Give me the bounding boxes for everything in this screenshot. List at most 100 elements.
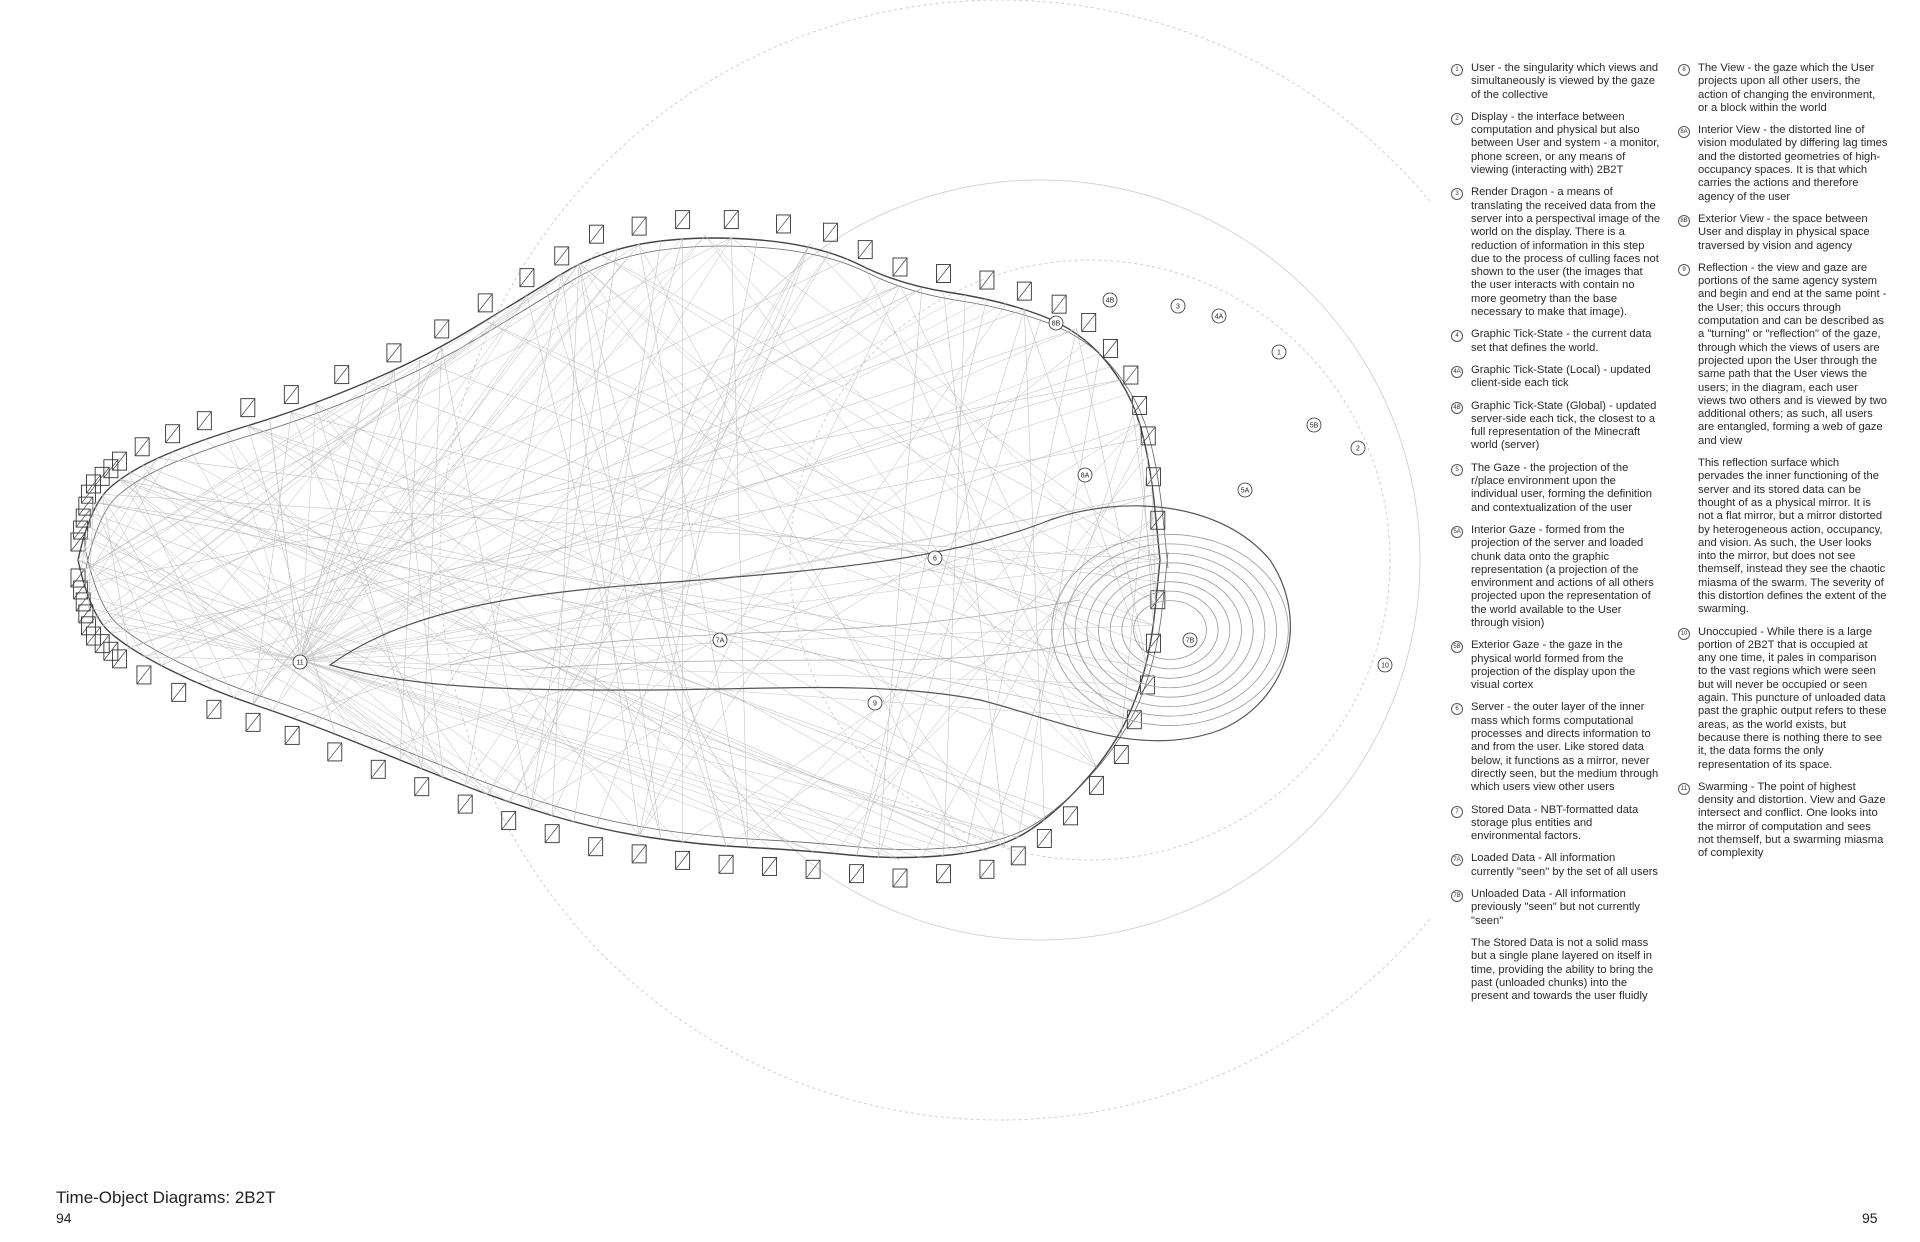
legend-text: Exterior View - the space between User a… [1698, 213, 1888, 253]
orbit-circle [660, 180, 1420, 940]
marker-label: 2 [1356, 446, 1360, 453]
legend-note: This reflection surface which pervades t… [1698, 457, 1888, 617]
gaze-line [93, 285, 900, 618]
display-box-diagonal [387, 344, 401, 362]
legend-number: 4A [1451, 366, 1463, 378]
legend-text: Graphic Tick-State - the current data se… [1471, 328, 1661, 355]
display-box-diagonal [166, 425, 180, 443]
gaze-line [878, 316, 1041, 858]
gaze-line [527, 296, 661, 839]
time-object-diagram: 117A7B698A5A104B8B34A15B2 [0, 0, 1430, 1242]
display-box-diagonal [76, 593, 90, 611]
page-title: Time-Object Diagrams: 2B2T [56, 1188, 275, 1208]
data-contour [1075, 553, 1265, 706]
display-box-diagonal [458, 795, 472, 813]
marker-label: 10 [1381, 663, 1389, 670]
swarm-line [300, 298, 987, 660]
display-box-diagonal [285, 726, 299, 744]
display-box-diagonal [676, 211, 690, 229]
gaze-line [639, 285, 900, 836]
legend-number: 7 [1451, 806, 1463, 818]
display-box-diagonal [893, 258, 907, 276]
display-box-diagonal [95, 467, 109, 485]
legend-list: 10Unoccupied - While there is a large po… [1678, 626, 1888, 861]
gaze-line [102, 259, 848, 626]
swarm-line [300, 660, 1018, 838]
marker-label: 5B [1310, 423, 1319, 430]
marker-label: 4B [1106, 298, 1115, 305]
gaze-line [88, 512, 1005, 846]
legend-entry: 11Swarming - The point of highest densit… [1678, 781, 1888, 861]
gaze-line [120, 479, 574, 822]
gaze-line [248, 426, 835, 854]
gaze-line [86, 524, 444, 777]
legend-text: Interior View - the distorted line of vi… [1698, 124, 1888, 204]
display-box-diagonal [1124, 366, 1138, 384]
swarm-line [270, 419, 300, 660]
legend-text: Loaded Data - All information currently … [1471, 852, 1661, 879]
marker-label: 8A [1081, 473, 1090, 480]
gaze-line [128, 472, 987, 852]
display-box-diagonal [86, 475, 100, 493]
legend-entry: 8A Interior View - the distorted line of … [1678, 124, 1888, 204]
legend-text: User - the singularity which views and s… [1471, 62, 1661, 102]
display-box-diagonal [137, 666, 151, 684]
legend-number: 5A [1451, 526, 1463, 538]
legend-entry: 6Server - the outer layer of the inner m… [1451, 701, 1661, 794]
outer-boundary [78, 238, 1160, 560]
display-box-diagonal [371, 760, 385, 778]
legend-entry: 7ALoaded Data - All information currentl… [1451, 852, 1661, 879]
legend-entry: 1User - the singularity which views and … [1451, 62, 1661, 102]
marker-label: 6 [933, 556, 937, 563]
swarm-line [93, 618, 300, 660]
legend-number: 9 [1678, 264, 1690, 276]
gaze-line [1018, 353, 1099, 837]
display-box-diagonal [335, 366, 349, 384]
legend-number: 10 [1678, 628, 1690, 640]
display-box-diagonal [806, 860, 820, 878]
display-box-diagonal [776, 215, 790, 233]
legend-number: 5B [1451, 641, 1463, 653]
gaze-line [878, 288, 921, 858]
display-box-diagonal [113, 650, 127, 668]
gaze-line [196, 495, 1153, 683]
display-box-diagonal [1082, 313, 1096, 331]
swarm-line [144, 657, 300, 660]
gaze-line [639, 303, 1007, 836]
display-box-diagonal [850, 865, 864, 883]
legend-entry: 5BExterior Gaze - the gaze in the physic… [1451, 639, 1661, 692]
display-box-diagonal [104, 642, 118, 660]
display-box-diagonal [893, 869, 907, 887]
legend-text: Render Dragon - a means of translating t… [1471, 186, 1661, 319]
swarm-line [300, 347, 442, 660]
marker-label: 8B [1052, 321, 1061, 328]
display-box-diagonal [1114, 746, 1128, 764]
display-box-diagonal [1017, 282, 1031, 300]
display-box-diagonal [632, 217, 646, 235]
data-contour [450, 600, 1080, 665]
gaze-line [530, 238, 682, 810]
gaze-line [291, 413, 1153, 626]
swarm-line [300, 660, 422, 769]
marker-label: 7A [716, 638, 725, 645]
gaze-line [683, 517, 1156, 843]
gaze-line [253, 252, 596, 704]
data-contour [1087, 563, 1253, 697]
diagram-panel: 117A7B698A5A104B8B34A15B2 [0, 0, 1430, 1242]
legend-entry: 5AInterior Gaze - formed from the projec… [1451, 524, 1661, 630]
legend-number: 7B [1451, 890, 1463, 902]
legend-number: 8A [1678, 126, 1690, 138]
legend-text: The Gaze - the projection of the r/place… [1471, 462, 1661, 515]
swarm-line [300, 295, 965, 660]
display-box-diagonal [632, 845, 646, 863]
legend-note: The Stored Data is not a solid mass but … [1471, 937, 1661, 1003]
legend-number: 5 [1451, 464, 1463, 476]
display-box-diagonal [135, 438, 149, 456]
swarm-line [88, 608, 300, 660]
page-number-right: 95 [1862, 1210, 1878, 1226]
marker-label: 9 [873, 701, 877, 708]
legend-number: 4B [1451, 402, 1463, 414]
page-number-left: 94 [56, 1210, 72, 1226]
